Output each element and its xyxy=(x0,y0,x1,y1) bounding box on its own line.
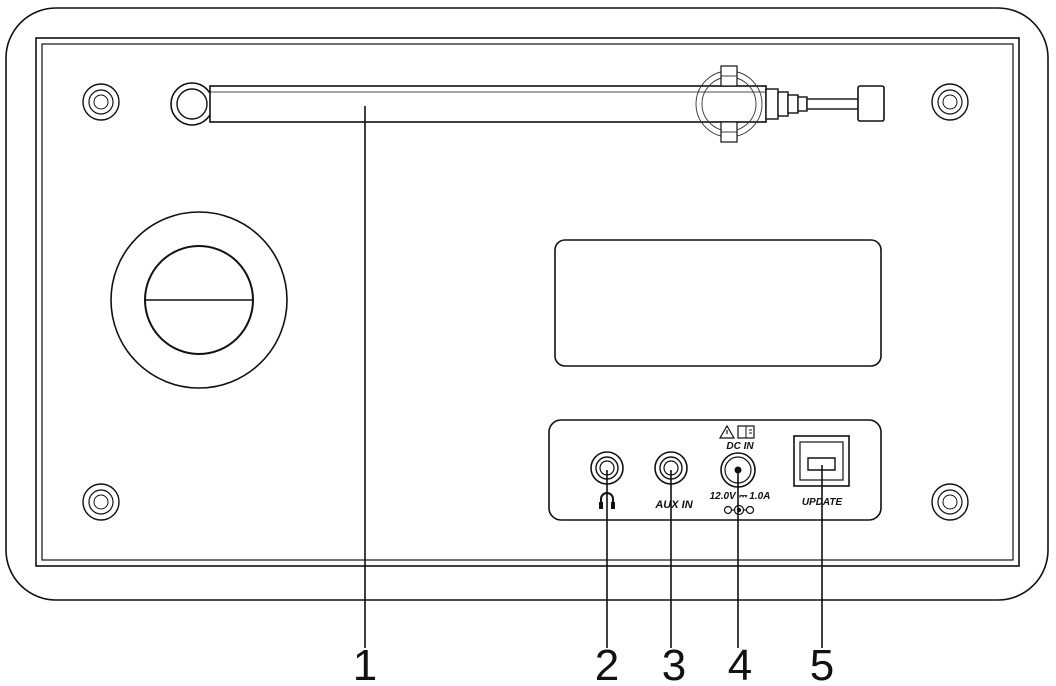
screw-top-right xyxy=(931,83,969,121)
warning-triangle-icon xyxy=(718,424,736,439)
back-panel-inner-frame xyxy=(41,43,1014,561)
aux-in-label: AUX IN xyxy=(654,499,693,511)
callout-5: 5 xyxy=(810,641,834,686)
speaker-port xyxy=(110,211,288,389)
screw-bottom-left xyxy=(82,483,120,521)
callout-leaders xyxy=(364,106,823,648)
callout-4: 4 xyxy=(728,641,752,686)
connector-bay xyxy=(548,419,882,521)
dc-in-label: DC IN xyxy=(726,441,754,452)
screw-bottom-right xyxy=(931,483,969,521)
label-window xyxy=(554,239,882,367)
screw-top-left xyxy=(82,83,120,121)
manual-book-icon xyxy=(737,425,755,439)
power-rating-label: 12.0V ⎓ 1.0A xyxy=(710,491,771,502)
callout-3: 3 xyxy=(662,641,686,686)
telescopic-antenna xyxy=(170,65,885,143)
callout-1: 1 xyxy=(353,641,377,686)
callout-2: 2 xyxy=(595,641,619,686)
